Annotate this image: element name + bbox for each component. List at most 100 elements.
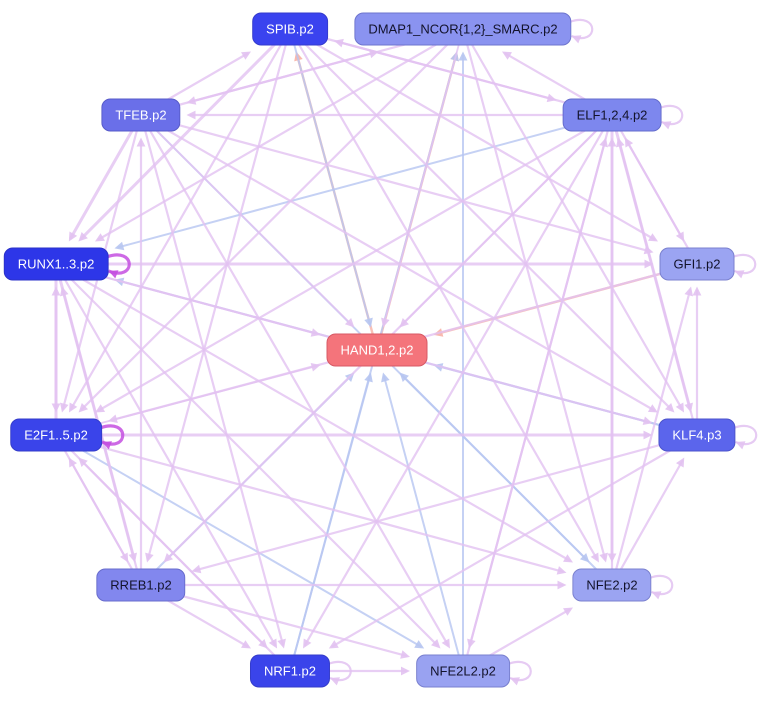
edge-arrowhead <box>310 328 321 337</box>
node-label: NFE2.p2 <box>586 577 638 593</box>
edge-arrowhead <box>364 317 373 328</box>
edge-arrowhead <box>675 457 685 468</box>
edge-arrowhead <box>95 404 106 413</box>
edge-arrowhead <box>94 233 105 242</box>
edge-arrowhead <box>648 233 659 242</box>
edge <box>461 140 607 673</box>
edge-arrowhead <box>401 666 410 676</box>
edge <box>69 113 143 240</box>
node-nfe2[interactable]: NFE2.p2 <box>572 568 652 602</box>
edge <box>331 433 699 648</box>
node-spib[interactable]: SPIB.p2 <box>252 12 328 46</box>
edge-arrowhead <box>268 638 278 649</box>
edge <box>146 27 292 560</box>
edge-arrowhead <box>68 457 78 468</box>
edge-arrowhead <box>579 553 590 563</box>
node-nfe2l2[interactable]: NFE2L2.p2 <box>416 654 510 688</box>
edge <box>625 139 699 266</box>
edge <box>139 113 450 647</box>
edge-arrowhead <box>68 402 78 413</box>
edge-arrowhead <box>644 259 654 269</box>
edge-arrowhead <box>108 270 119 279</box>
node-e2f15[interactable]: E2F1..5.p2 <box>10 418 102 452</box>
node-label: NFE2L2.p2 <box>430 663 496 679</box>
edge <box>194 433 699 572</box>
node-label: GFI1.p2 <box>673 256 721 272</box>
edge <box>80 27 465 411</box>
edge-arrowhead <box>647 404 658 413</box>
edge <box>610 459 684 587</box>
edge <box>461 27 607 560</box>
edge-arrowhead <box>310 363 321 372</box>
edge <box>288 27 656 241</box>
node-hand12-center[interactable]: HAND1,2.p2 <box>326 333 428 367</box>
node-label: RUNX1..3.p2 <box>17 256 95 272</box>
edge-arrowhead <box>563 607 574 616</box>
edge-arrowhead <box>441 638 450 649</box>
edge <box>383 28 464 325</box>
node-gfi1[interactable]: GFI1.p2 <box>659 247 735 281</box>
node-dmap1-ncor-smarc[interactable]: DMAP1_NCOR{1,2}_SMARC.p2 <box>354 12 572 46</box>
edge <box>288 27 599 561</box>
edge-arrowhead <box>186 110 196 120</box>
edge-arrowhead <box>68 231 78 242</box>
edge <box>139 113 651 253</box>
edge-arrowhead <box>557 580 567 590</box>
node-label: KLF4.p3 <box>672 427 722 443</box>
edge-arrowhead <box>571 35 582 44</box>
edge <box>401 114 613 326</box>
edge <box>54 262 439 647</box>
node-label: DMAP1_NCOR{1,2}_SMARC.p2 <box>368 21 558 37</box>
node-runx13[interactable]: RUNX1..3.p2 <box>3 247 109 281</box>
edge <box>461 27 684 411</box>
edge-arrowhead <box>414 640 425 649</box>
node-klf4[interactable]: KLF4.p3 <box>658 418 736 452</box>
edge <box>69 459 143 587</box>
edge-arrowhead <box>330 677 340 686</box>
edge <box>54 262 571 562</box>
edge-arrowhead <box>431 639 441 649</box>
edge-arrowhead <box>51 286 61 296</box>
node-label: ELF1,2,4.p2 <box>576 107 648 123</box>
node-nrf1[interactable]: NRF1.p2 <box>249 654 331 688</box>
edge-arrowhead <box>114 241 125 251</box>
node-elf124[interactable]: ELF1,2,4.p2 <box>562 98 662 132</box>
edge <box>610 289 692 587</box>
edge <box>69 27 292 411</box>
edge-arrowhead <box>599 137 608 148</box>
edge-arrowhead <box>501 51 512 60</box>
edge <box>383 375 464 672</box>
edge-arrowhead <box>651 591 662 600</box>
edge-arrowhead <box>241 51 252 60</box>
edge-arrowhead <box>607 137 617 147</box>
edge-arrowhead <box>241 640 252 649</box>
edge <box>303 113 614 647</box>
edge-arrowhead <box>60 402 69 413</box>
edge-arrowhead <box>590 552 599 563</box>
edge <box>80 459 292 673</box>
edge-arrowhead <box>334 38 344 48</box>
edge <box>55 434 422 648</box>
edge-arrowhead <box>60 286 69 297</box>
node-tfeb[interactable]: TFEB.p2 <box>101 98 181 132</box>
node-rreb1[interactable]: RREB1.p2 <box>96 568 186 602</box>
edge-arrowhead <box>78 457 88 467</box>
edge-arrowhead <box>616 137 625 148</box>
edge-arrowhead <box>643 430 653 440</box>
edge-arrowhead <box>399 318 409 328</box>
edge <box>140 114 353 326</box>
node-label: TFEB.p2 <box>115 107 167 123</box>
node-label: NRF1.p2 <box>263 663 317 679</box>
edge-arrowhead <box>78 232 88 242</box>
edge <box>54 262 277 647</box>
edge-arrowhead <box>78 403 89 413</box>
edge-arrowhead <box>624 137 634 148</box>
edge-arrowhead <box>381 372 390 383</box>
edge-arrowhead <box>734 270 745 279</box>
edge <box>61 289 143 587</box>
edge-arrowhead <box>458 51 468 61</box>
node-label: HAND1,2.p2 <box>340 342 414 358</box>
edge-arrowhead <box>642 416 653 426</box>
edge-arrowhead <box>556 566 567 575</box>
